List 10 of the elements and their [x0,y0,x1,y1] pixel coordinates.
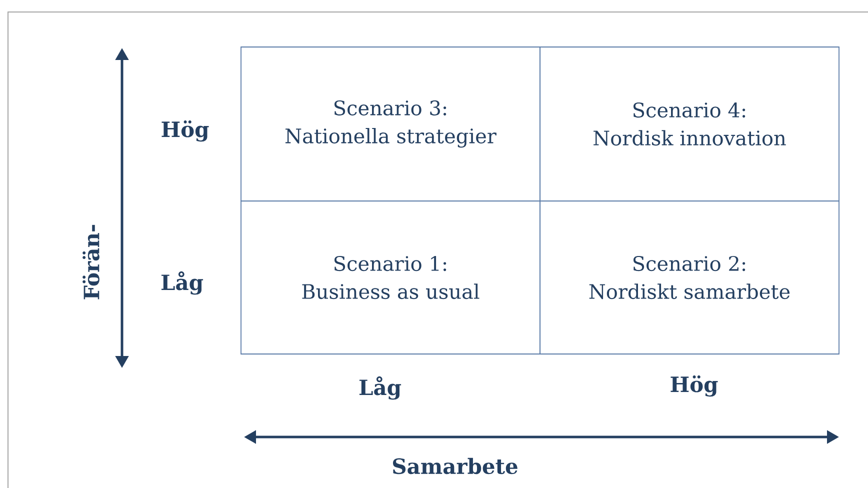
axis-level-label: Hög [670,375,718,397]
scenario-box: Scenario 2: Nordiskt samarbete [540,200,840,354]
axis-title: Förän- [82,224,100,300]
scenario-box: Scenario 1: Business as usual [240,200,540,354]
scenario-box: Scenario 3: Nationella strategier [240,46,540,202]
axis-level-label: Låg [161,271,204,295]
axis-title: Samarbete [393,458,518,474]
scenario-box: Scenario 4: Nordisk innovation [540,46,840,202]
axis-level-label: Låg [359,376,402,400]
axis-level-label: Hög [162,120,209,142]
